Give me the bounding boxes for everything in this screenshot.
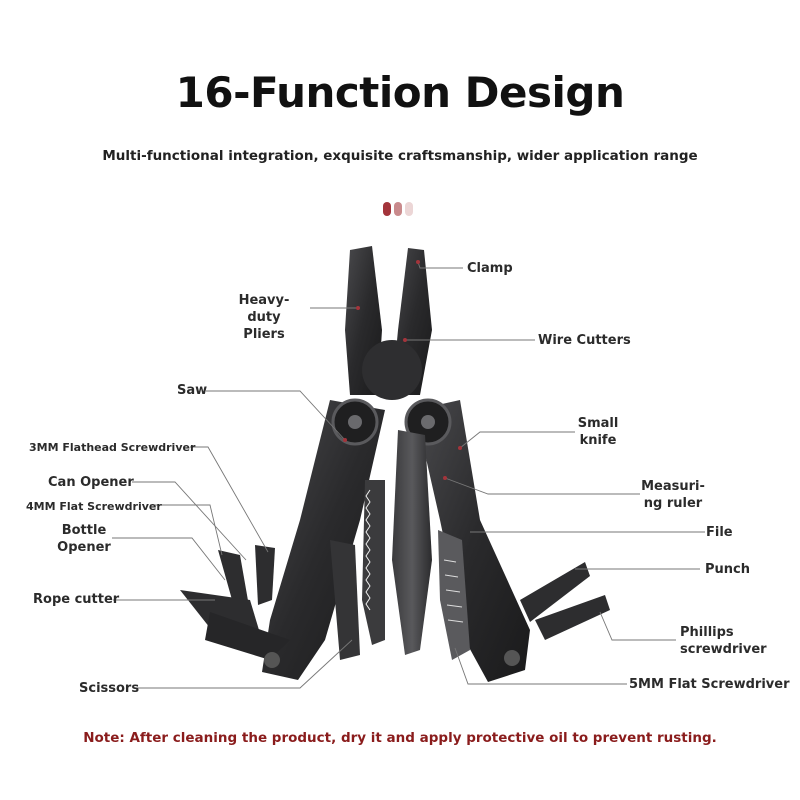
label-pliers: Heavy-duty Pliers — [222, 292, 306, 343]
label-small-knife: Small knife — [572, 415, 624, 449]
bottle-opener-tool — [218, 550, 250, 614]
label-5mm-flat: 5MM Flat Screwdriver — [629, 677, 790, 692]
label-saw: Saw — [177, 383, 208, 398]
knife-blade — [392, 430, 432, 655]
label-wire-cutters: Wire Cutters — [538, 333, 631, 348]
label-rope-cutter: Rope cutter — [33, 592, 120, 607]
label-can-opener: Can Opener — [48, 475, 134, 490]
dot-mid — [394, 202, 402, 216]
phillips-tool — [535, 595, 610, 640]
label-pliers-text: Heavy-duty Pliers — [238, 293, 290, 342]
ruler-file — [438, 530, 470, 660]
left-handle — [262, 400, 385, 680]
saw-blade — [362, 480, 385, 645]
label-file: File — [706, 525, 733, 540]
dot-light — [405, 202, 413, 216]
page-title: 16-Function Design — [175, 68, 625, 117]
dot-dark — [383, 202, 391, 216]
scissors-blades — [330, 540, 360, 660]
punch-tool — [520, 562, 590, 622]
right-handle — [415, 400, 530, 682]
callout-lines — [112, 261, 705, 689]
right-bottom-screw — [504, 650, 520, 666]
left-bottom-screw — [264, 652, 280, 668]
page-subtitle: Multi-functional integration, exquisite … — [102, 148, 698, 164]
label-phillips: Phillips screwdriver — [680, 624, 767, 658]
label-4mm-flat: 4MM Flat Screwdriver — [26, 500, 162, 513]
can-opener-tool — [255, 545, 275, 605]
label-small-knife-text: Small knife — [577, 416, 619, 448]
callout-dots — [343, 260, 462, 480]
label-measuring-ruler-text: Measuri- ng ruler — [641, 479, 705, 511]
label-measuring-ruler: Measuri- ng ruler — [638, 478, 708, 512]
pivot-left-screw — [348, 415, 362, 429]
label-bottle-opener-text: Bottle Opener — [57, 523, 111, 555]
decorative-dots — [383, 202, 413, 216]
care-note: Note: After cleaning the product, dry it… — [83, 730, 717, 746]
label-clamp: Clamp — [467, 261, 513, 276]
pivot-right-screw — [421, 415, 435, 429]
label-punch: Punch — [705, 562, 750, 577]
pliers-pivot — [362, 340, 422, 400]
label-3mm-flathead: 3MM Flathead Screwdriver — [29, 441, 196, 454]
label-bottle-opener: Bottle Opener — [54, 522, 114, 556]
lower-arm-left — [205, 612, 290, 660]
label-phillips-text: Phillips screwdriver — [680, 625, 767, 657]
label-scissors: Scissors — [79, 681, 140, 696]
